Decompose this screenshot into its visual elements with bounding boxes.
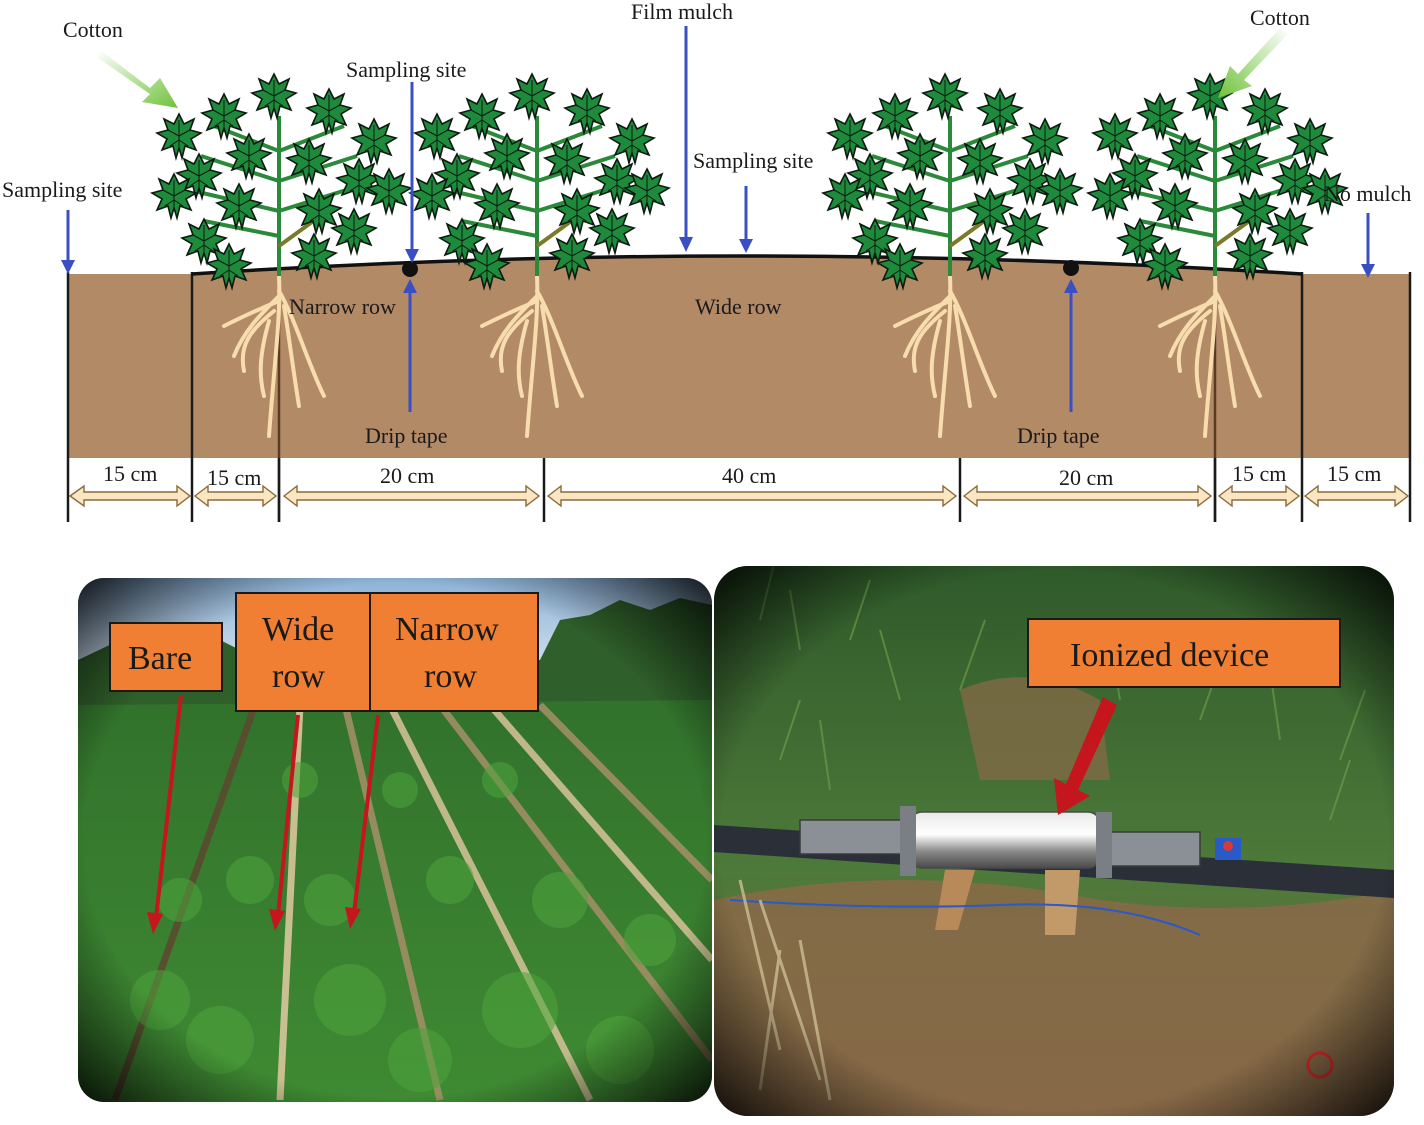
- callout-narrow-row-line1: Narrow: [395, 611, 499, 648]
- label-sampling-site-left: Sampling site: [2, 177, 122, 202]
- dim-label-6: 15 cm: [1232, 461, 1286, 486]
- label-cotton-right: Cotton: [1250, 5, 1310, 30]
- label-drip-tape-right: Drip tape: [1017, 423, 1099, 448]
- callout-wide-row-line2: row: [272, 658, 325, 695]
- red-pointers: [147, 694, 380, 934]
- label-cotton-left: Cotton: [63, 17, 123, 42]
- callout-bare-text: Bare: [128, 640, 192, 677]
- label-sampling-site-middle: Sampling site: [693, 148, 813, 173]
- field-photo: Bare Wide row Narrow row: [78, 578, 712, 1102]
- cotton-pointer-left: [98, 50, 178, 108]
- callout-narrow-row-line2: row: [424, 658, 477, 695]
- callout-wide-row: Wide row: [235, 592, 371, 712]
- dim-label-5: 20 cm: [1059, 465, 1113, 490]
- label-drip-tape-left: Drip tape: [365, 423, 447, 448]
- label-film-mulch: Film mulch: [631, 0, 733, 24]
- dimension-arrows: [68, 484, 1410, 508]
- label-no-mulch: No mulch: [1324, 181, 1411, 206]
- dimension-labels: 15 cm 15 cm 20 cm 40 cm 20 cm 15 cm 15 c…: [103, 461, 1381, 490]
- cotton-plant-1: [152, 74, 411, 288]
- callout-bare: Bare: [109, 622, 223, 692]
- callout-narrow-row: Narrow row: [369, 592, 539, 712]
- callout-ionized-device: Ionized device: [1027, 618, 1341, 688]
- dim-label-7: 15 cm: [1327, 461, 1381, 486]
- dim-label-3: 20 cm: [380, 463, 434, 488]
- soil-mulched-bed: [192, 256, 1302, 458]
- label-narrow-row: Narrow row: [289, 294, 396, 319]
- blue-arrows: [61, 26, 1375, 412]
- label-wide-row: Wide row: [695, 294, 782, 319]
- soil-bare-left: [68, 274, 192, 458]
- diagram-labels: Cotton Cotton Film mulch Sampling site S…: [2, 0, 1411, 448]
- drip-tape-right-dot: [1063, 260, 1079, 276]
- cotton-pointer-right: [1218, 28, 1288, 98]
- dim-label-4: 40 cm: [722, 463, 776, 488]
- soil-profile: [66, 254, 1412, 522]
- cotton-plant-4: [1088, 74, 1347, 288]
- device-photo: Ionized device: [714, 566, 1394, 1116]
- callout-ionized-device-text: Ionized device: [1070, 637, 1269, 674]
- label-sampling-site-top: Sampling site: [346, 57, 466, 82]
- dim-label-2: 15 cm: [207, 465, 261, 490]
- ionized-device-pointer: [1054, 697, 1117, 815]
- callout-wide-row-line1: Wide: [262, 611, 334, 648]
- dim-label-1: 15 cm: [103, 461, 157, 486]
- soil-bare-right: [1302, 274, 1410, 458]
- drip-tape-left-dot: [402, 261, 418, 277]
